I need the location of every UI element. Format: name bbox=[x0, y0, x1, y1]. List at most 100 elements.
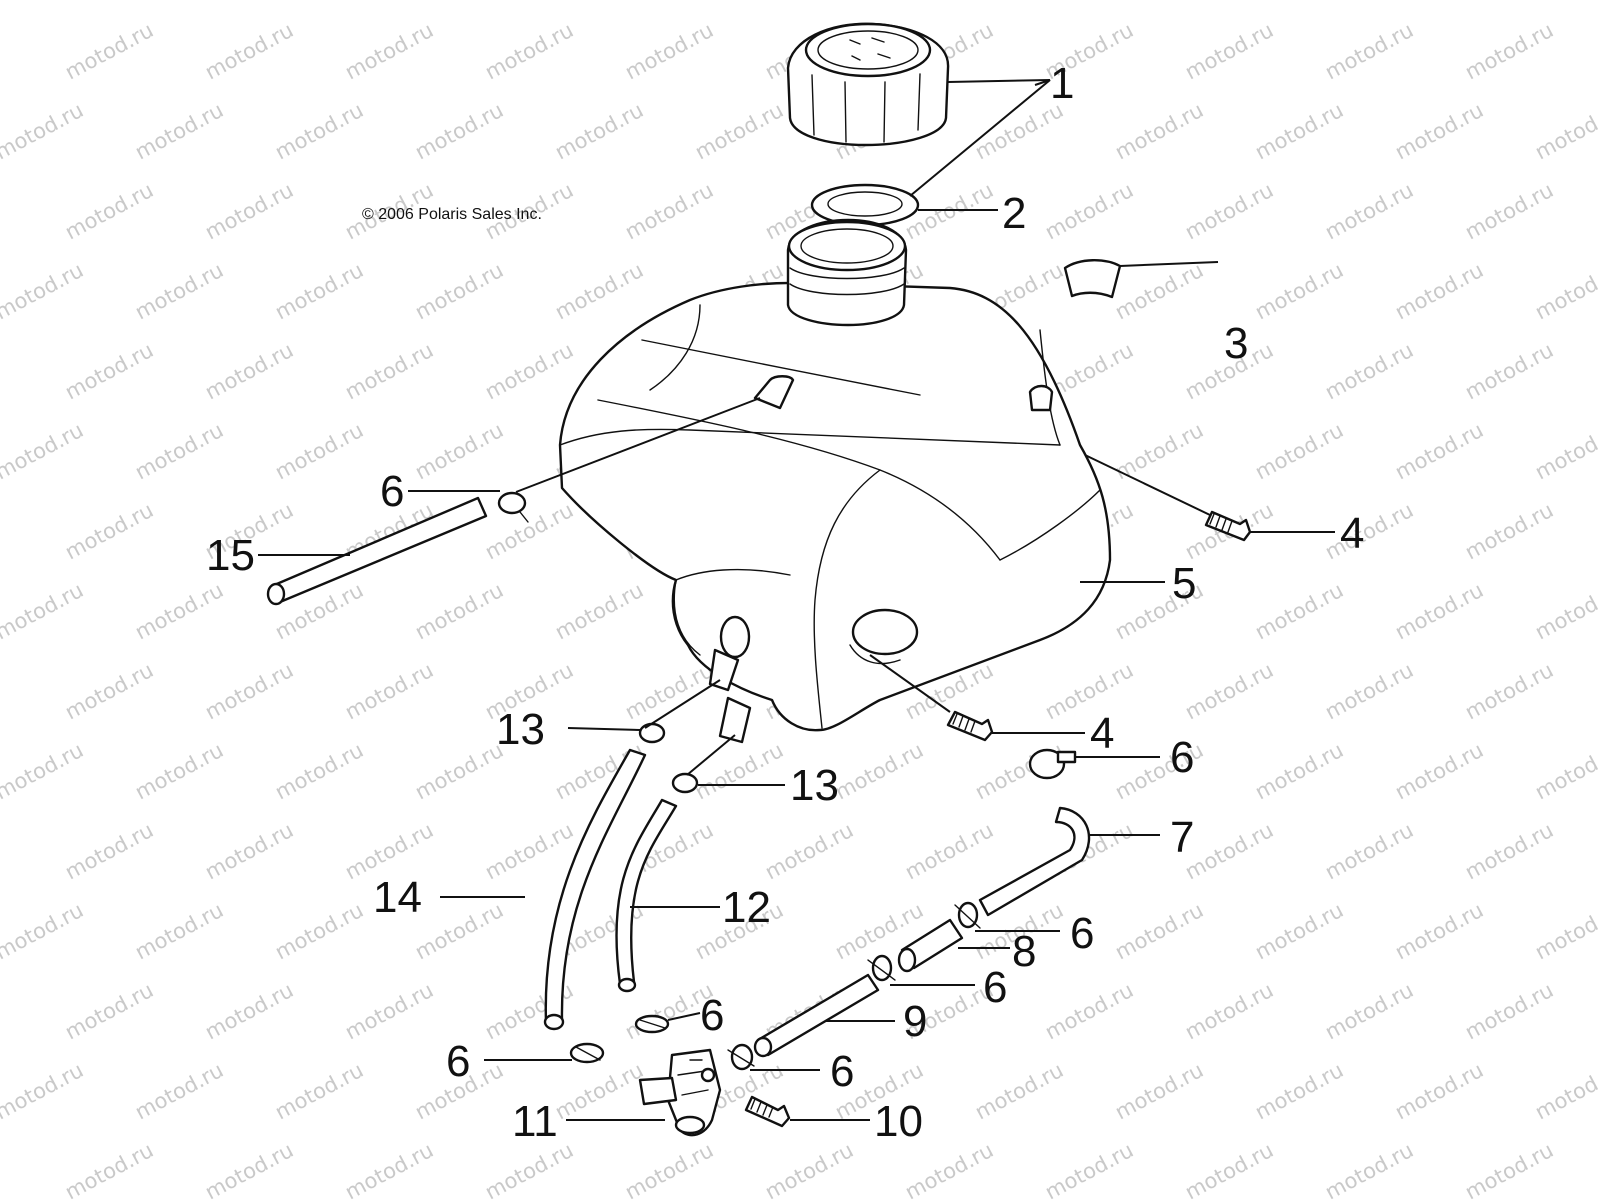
watermark-text: motod.ru bbox=[341, 658, 437, 724]
watermark-text: motod.ru bbox=[621, 178, 717, 244]
watermark-text: motod.ru bbox=[1251, 0, 1347, 4]
callout-1: 1 bbox=[1050, 59, 1074, 108]
watermark-text: motod.ru bbox=[1321, 178, 1417, 244]
fuel-hose-7-part bbox=[978, 806, 1091, 917]
copyright-text: © 2006 Polaris Sales Inc. bbox=[362, 206, 542, 223]
watermark-text: motod.ru bbox=[131, 258, 227, 324]
watermark-text: motod.ru bbox=[131, 0, 227, 4]
watermark-text: motod.ru bbox=[1111, 98, 1207, 164]
strap-pad-part bbox=[1063, 259, 1122, 299]
watermark-text: motod.ru bbox=[341, 18, 437, 84]
callout-8: 8 bbox=[1012, 927, 1036, 976]
watermark-text: motod.ru bbox=[61, 658, 157, 724]
watermark-text: motod.ru bbox=[131, 98, 227, 164]
watermark-text: motod.ru bbox=[1461, 338, 1557, 404]
watermark-text: motod.ru bbox=[1461, 658, 1557, 724]
watermark-text: motod.ru bbox=[131, 1058, 227, 1124]
fuel-hose-14-part bbox=[543, 748, 647, 1031]
watermark-text: motod.ru bbox=[411, 418, 507, 484]
callout-4-upper: 4 bbox=[1340, 509, 1364, 558]
watermark-text: motod.ru bbox=[271, 418, 367, 484]
watermark-text: motod.ru bbox=[1181, 658, 1277, 724]
clamp-6f-part bbox=[569, 1042, 605, 1064]
watermark-text: motod.ru bbox=[1251, 418, 1347, 484]
watermark-text: motod.ru bbox=[1461, 818, 1557, 884]
watermark-text: motod.ru bbox=[0, 738, 87, 804]
watermark-text: motod.ru bbox=[551, 98, 647, 164]
watermark-text: motod.ru bbox=[1531, 418, 1600, 484]
watermark-text: motod.ru bbox=[1111, 1058, 1207, 1124]
watermark-text: motod.ru bbox=[761, 818, 857, 884]
watermark-text: motod.ru bbox=[481, 498, 577, 564]
callout-5: 5 bbox=[1172, 559, 1196, 608]
watermark-text: motod.ru bbox=[131, 898, 227, 964]
watermark-text: motod.ru bbox=[1391, 418, 1487, 484]
watermark-text: motod.ru bbox=[0, 418, 87, 484]
watermark-text: motod.ru bbox=[0, 258, 87, 324]
watermark-text: motod.ru bbox=[1461, 1138, 1557, 1200]
watermark-text: motod.ru bbox=[1391, 0, 1487, 4]
watermark-text: motod.ru bbox=[1251, 578, 1347, 644]
watermark-text: motod.ru bbox=[61, 178, 157, 244]
watermark-text: motod.ru bbox=[411, 0, 507, 4]
callout-13-upper: 13 bbox=[496, 705, 545, 754]
watermark-text: motod.ru bbox=[201, 658, 297, 724]
watermark-text: motod.ru bbox=[1461, 978, 1557, 1044]
clamp-6a-part bbox=[497, 491, 529, 523]
watermark-text: motod.ru bbox=[1531, 258, 1600, 324]
callout-11: 11 bbox=[512, 1097, 558, 1146]
watermark-text: motod.ru bbox=[1321, 18, 1417, 84]
watermark-text: motod.ru bbox=[1391, 1058, 1487, 1124]
clamp-6b-part bbox=[1028, 748, 1077, 780]
watermark-text: motod.ru bbox=[1321, 978, 1417, 1044]
watermark-text: motod.ru bbox=[551, 258, 647, 324]
watermark-text: motod.ru bbox=[1041, 178, 1137, 244]
fuel-filter-8-part bbox=[897, 918, 964, 973]
watermark-text: motod.ru bbox=[1391, 578, 1487, 644]
watermark-text: motod.ru bbox=[61, 978, 157, 1044]
watermark-text: motod.ru bbox=[1391, 98, 1487, 164]
watermark-text: motod.ru bbox=[131, 418, 227, 484]
watermark-text: motod.ru bbox=[1111, 898, 1207, 964]
watermark-text: motod.ru bbox=[61, 18, 157, 84]
watermark-text: motod.ru bbox=[1531, 1058, 1600, 1124]
watermark-text: motod.ru bbox=[1041, 978, 1137, 1044]
watermark-text: motod.ru bbox=[1321, 498, 1417, 564]
watermark-text: motod.ru bbox=[411, 738, 507, 804]
watermark-text: motod.ru bbox=[1251, 98, 1347, 164]
watermark-text: motod.ru bbox=[201, 178, 297, 244]
watermark-text: motod.ru bbox=[1181, 818, 1277, 884]
watermark-text: motod.ru bbox=[551, 578, 647, 644]
watermark-text: motod.ru bbox=[131, 738, 227, 804]
callout-numbers: 1 2 3 4 5 6 15 13 4 6 13 7 14 12 6 8 6 6… bbox=[206, 59, 1364, 1146]
watermark-text: motod.ru bbox=[131, 578, 227, 644]
watermark-text: motod.ru bbox=[1251, 1058, 1347, 1124]
callout-15: 15 bbox=[206, 531, 255, 580]
watermark-text: motod.ru bbox=[1531, 898, 1600, 964]
watermark-text: motod.ru bbox=[551, 0, 647, 4]
watermark-text: motod.ru bbox=[481, 818, 577, 884]
watermark-text: motod.ru bbox=[901, 818, 997, 884]
watermark-text: motod.ru bbox=[1111, 258, 1207, 324]
watermark-text: motod.ru bbox=[831, 738, 927, 804]
watermark-text: motod.ru bbox=[0, 898, 87, 964]
callout-12: 12 bbox=[722, 883, 771, 932]
watermark-text: motod.ru bbox=[1461, 498, 1557, 564]
watermark-text: motod.ru bbox=[61, 498, 157, 564]
watermark-text: motod.ru bbox=[341, 1138, 437, 1200]
gasket-part bbox=[810, 183, 920, 227]
fuel-hose-9-part bbox=[753, 973, 880, 1058]
callout-4-lower: 4 bbox=[1090, 709, 1114, 758]
watermark-text: motod.ru bbox=[761, 1138, 857, 1200]
watermark-text: motod.ru bbox=[341, 338, 437, 404]
screw-10-part bbox=[744, 1095, 791, 1128]
fuel-valve-11-part bbox=[638, 1048, 722, 1137]
watermark-text: motod.ru bbox=[481, 338, 577, 404]
watermark-text: motod.ru bbox=[621, 18, 717, 84]
watermark-text: motod.ru bbox=[1181, 1138, 1277, 1200]
watermark-text: motod.ru bbox=[0, 0, 87, 4]
watermark-text: motod.ru bbox=[1391, 258, 1487, 324]
watermark-text: motod.ru bbox=[621, 1138, 717, 1200]
watermark-text: motod.ru bbox=[271, 98, 367, 164]
clamp-6g-part bbox=[727, 1043, 755, 1071]
